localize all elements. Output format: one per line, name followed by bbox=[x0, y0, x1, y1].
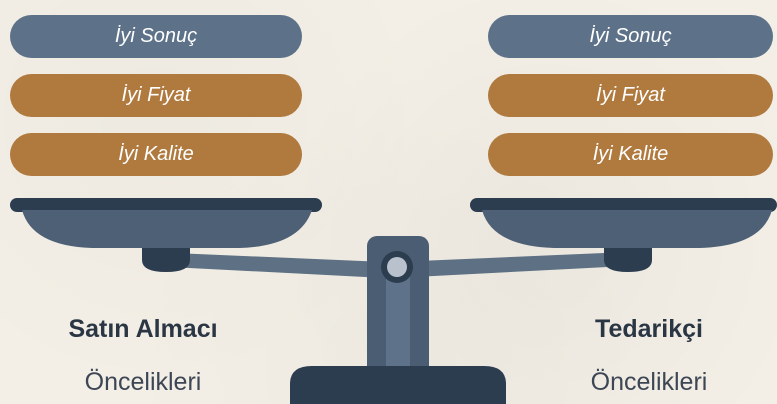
scale-base bbox=[290, 366, 506, 404]
supplier-subtitle: Öncelikleri bbox=[519, 368, 777, 397]
scale-beam-right bbox=[395, 252, 627, 278]
right-pan-rim bbox=[470, 198, 777, 212]
right-pan-bowl bbox=[482, 210, 772, 248]
buyer-subtitle: Öncelikleri bbox=[13, 368, 273, 397]
left-item-price: İyi Fiyat bbox=[10, 74, 302, 117]
left-pan-stem bbox=[142, 248, 190, 272]
scale-pivot-center bbox=[387, 257, 407, 277]
right-item-price: İyi Fiyat bbox=[488, 74, 773, 117]
buyer-title: Satın Almacı bbox=[13, 315, 273, 344]
left-pan-rim bbox=[10, 198, 322, 212]
left-item-quality: İyi Kalite bbox=[10, 133, 302, 176]
right-item-result: İyi Sonuç bbox=[488, 15, 773, 58]
supplier-title: Tedarikçi bbox=[519, 315, 777, 344]
right-item-quality: İyi Kalite bbox=[488, 133, 773, 176]
left-item-result: İyi Sonuç bbox=[10, 15, 302, 58]
left-pan-bowl bbox=[22, 210, 312, 248]
right-pan-stem bbox=[604, 248, 652, 272]
